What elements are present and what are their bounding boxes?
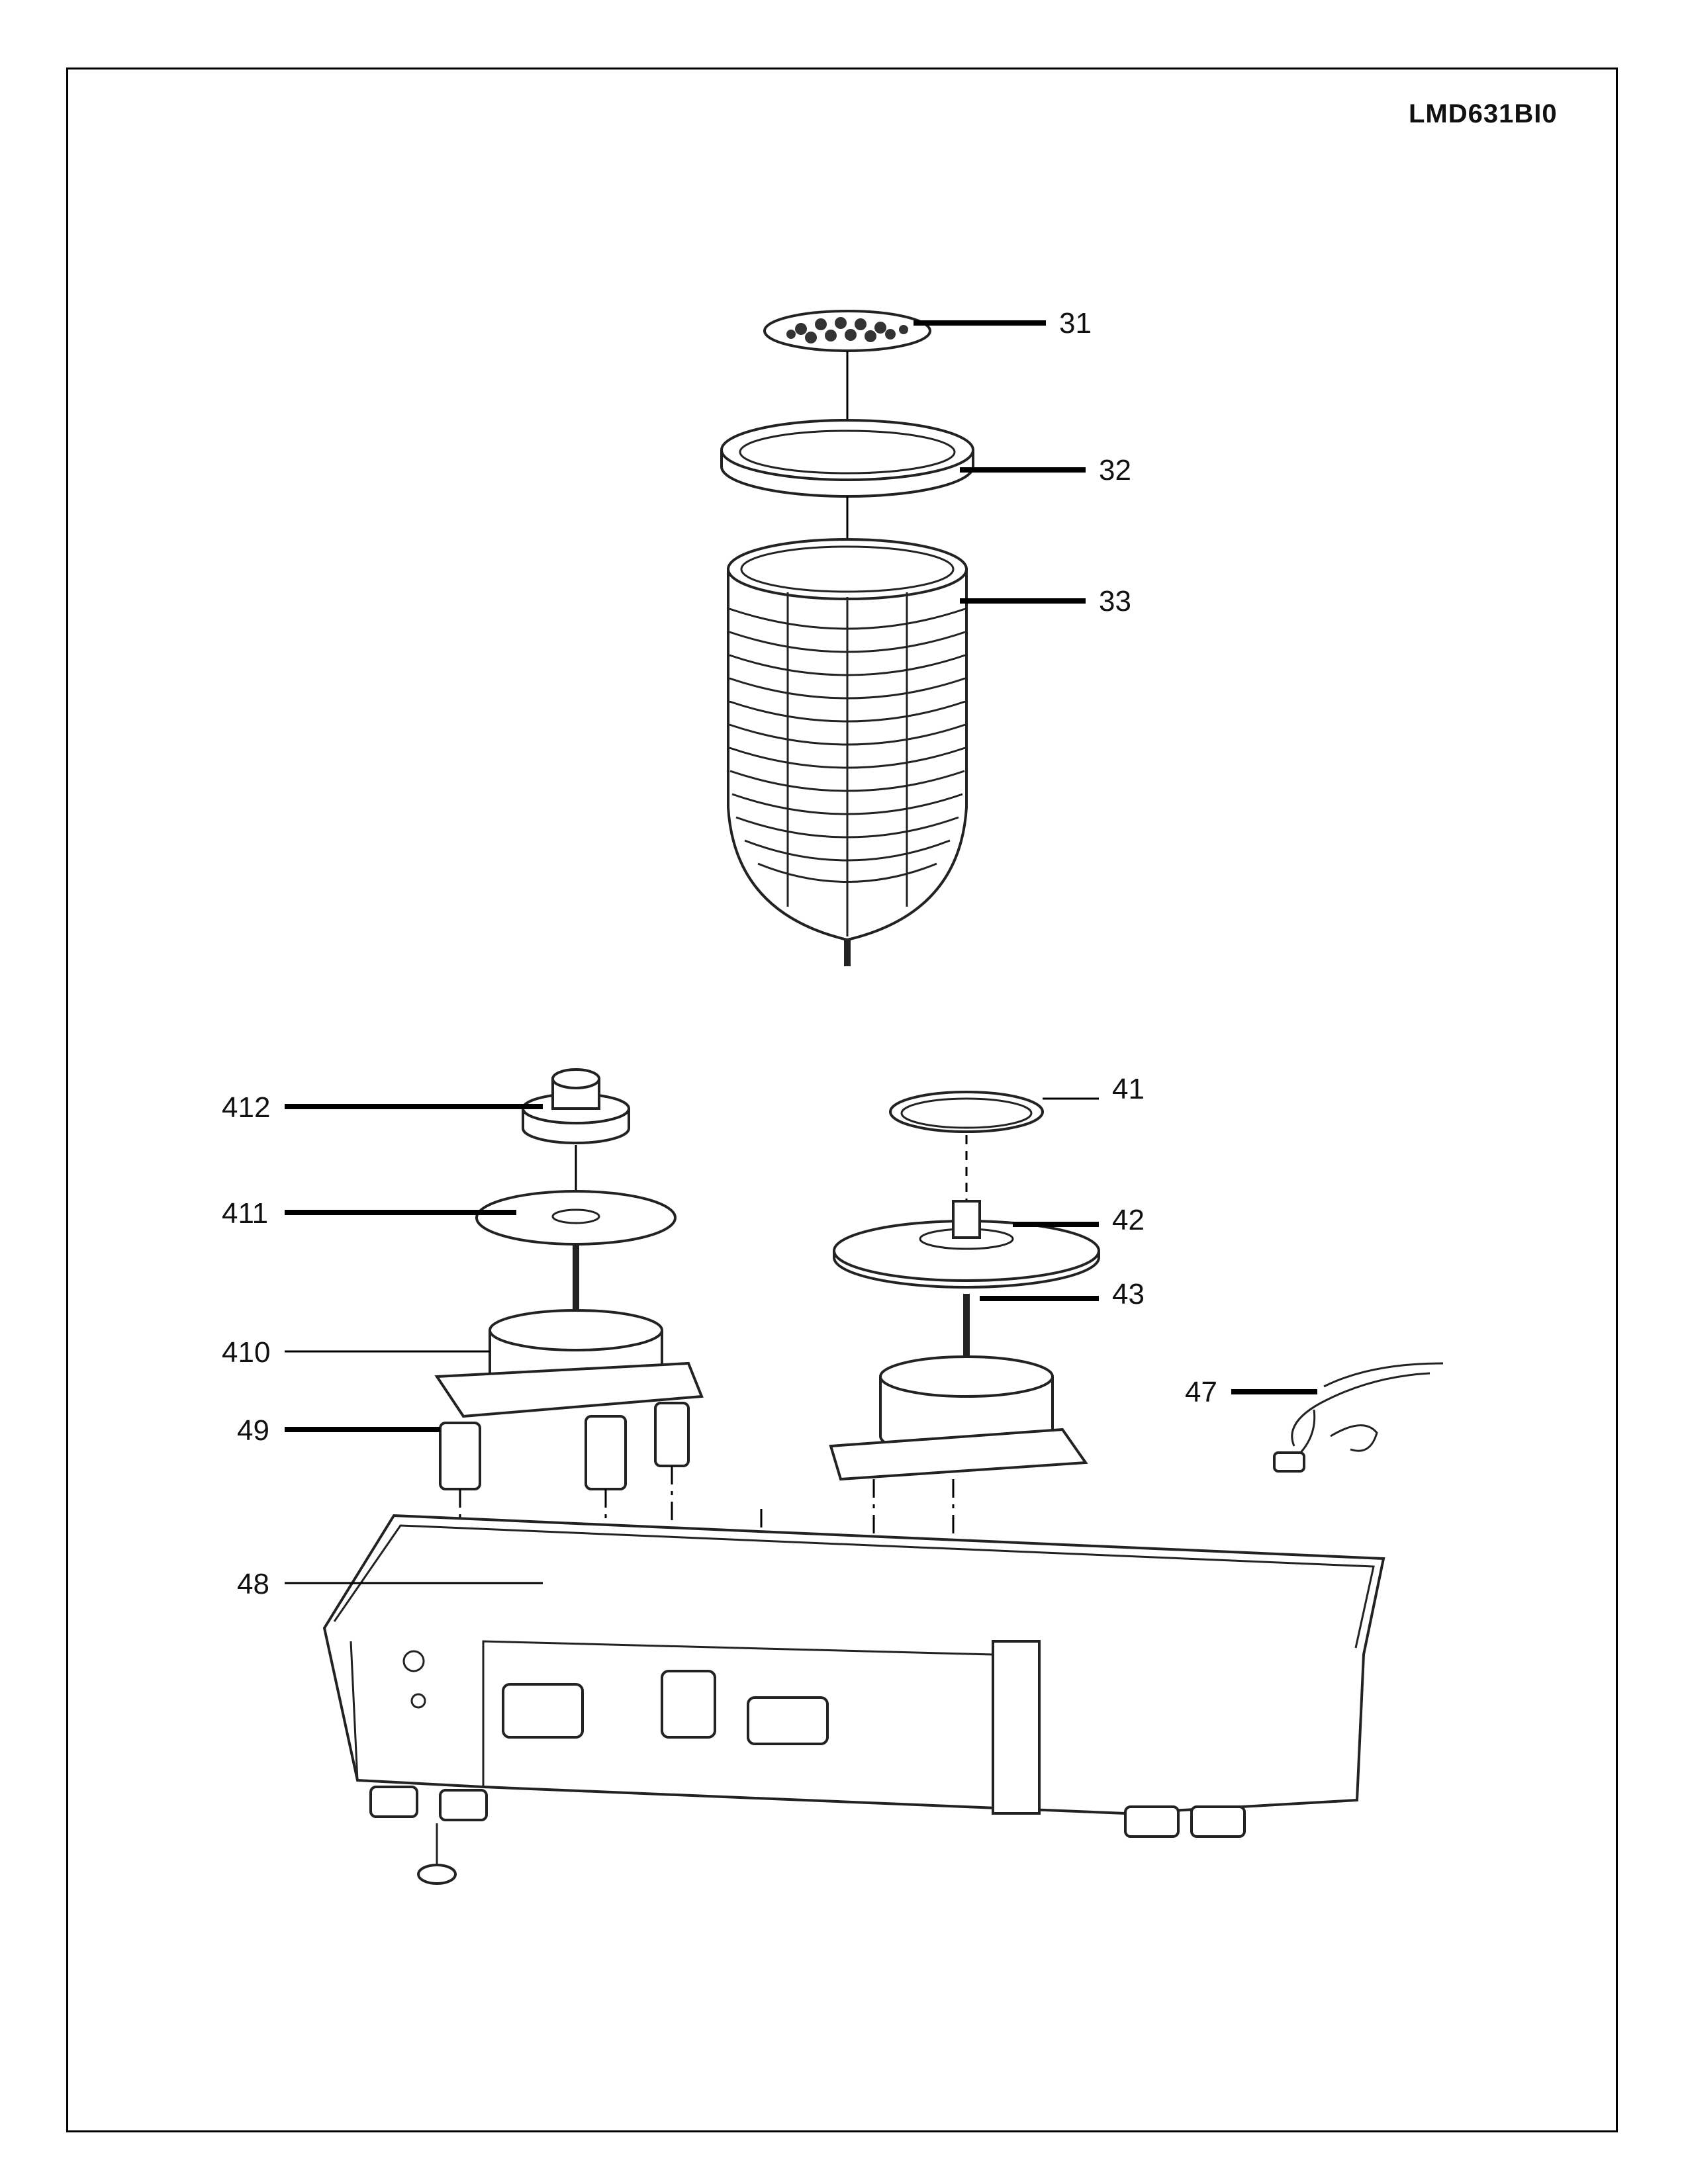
- label-43: 43: [1112, 1278, 1145, 1310]
- label-32: 32: [1099, 454, 1131, 486]
- label-48: 48: [237, 1568, 269, 1600]
- label-47: 47: [1185, 1376, 1217, 1408]
- callout-411: 411: [222, 1197, 516, 1230]
- label-31: 31: [1059, 307, 1092, 340]
- callout-410: 410: [222, 1336, 490, 1369]
- callout-41: 41: [1043, 1073, 1145, 1105]
- label-42: 42: [1112, 1204, 1145, 1236]
- part-43-motor: [829, 1355, 1088, 1481]
- part-412-coupling: [522, 1068, 630, 1144]
- label-410: 410: [222, 1336, 270, 1369]
- callout-412: 412: [222, 1091, 543, 1124]
- part-31-perforated-disc: [763, 310, 931, 352]
- callout-48: 48: [237, 1568, 543, 1600]
- label-41: 41: [1112, 1073, 1145, 1105]
- label-49: 49: [237, 1414, 269, 1447]
- model-code: LMD631BI0: [1409, 99, 1558, 128]
- callout-32: 32: [960, 454, 1131, 486]
- callout-31: 31: [914, 307, 1092, 340]
- part-41-seal-ring: [889, 1091, 1044, 1133]
- part-47-power-cord: [1273, 1362, 1444, 1473]
- callout-42: 42: [1013, 1204, 1145, 1236]
- callout-33: 33: [960, 585, 1131, 617]
- callout-43: 43: [980, 1278, 1145, 1310]
- part-32-ring: [720, 419, 974, 498]
- part-49-bracket: [434, 1361, 704, 1490]
- part-33-basket-drum: [727, 538, 968, 966]
- label-411: 411: [222, 1197, 268, 1230]
- callout-49: 49: [237, 1414, 440, 1447]
- part-42-pulley: [833, 1200, 1100, 1289]
- label-412: 412: [222, 1091, 270, 1124]
- drawing-frame: [66, 68, 1618, 2132]
- callout-47: 47: [1185, 1376, 1317, 1408]
- base-housing: [322, 1514, 1385, 1885]
- part-411-plate: [475, 1190, 677, 1246]
- label-33: 33: [1099, 585, 1131, 617]
